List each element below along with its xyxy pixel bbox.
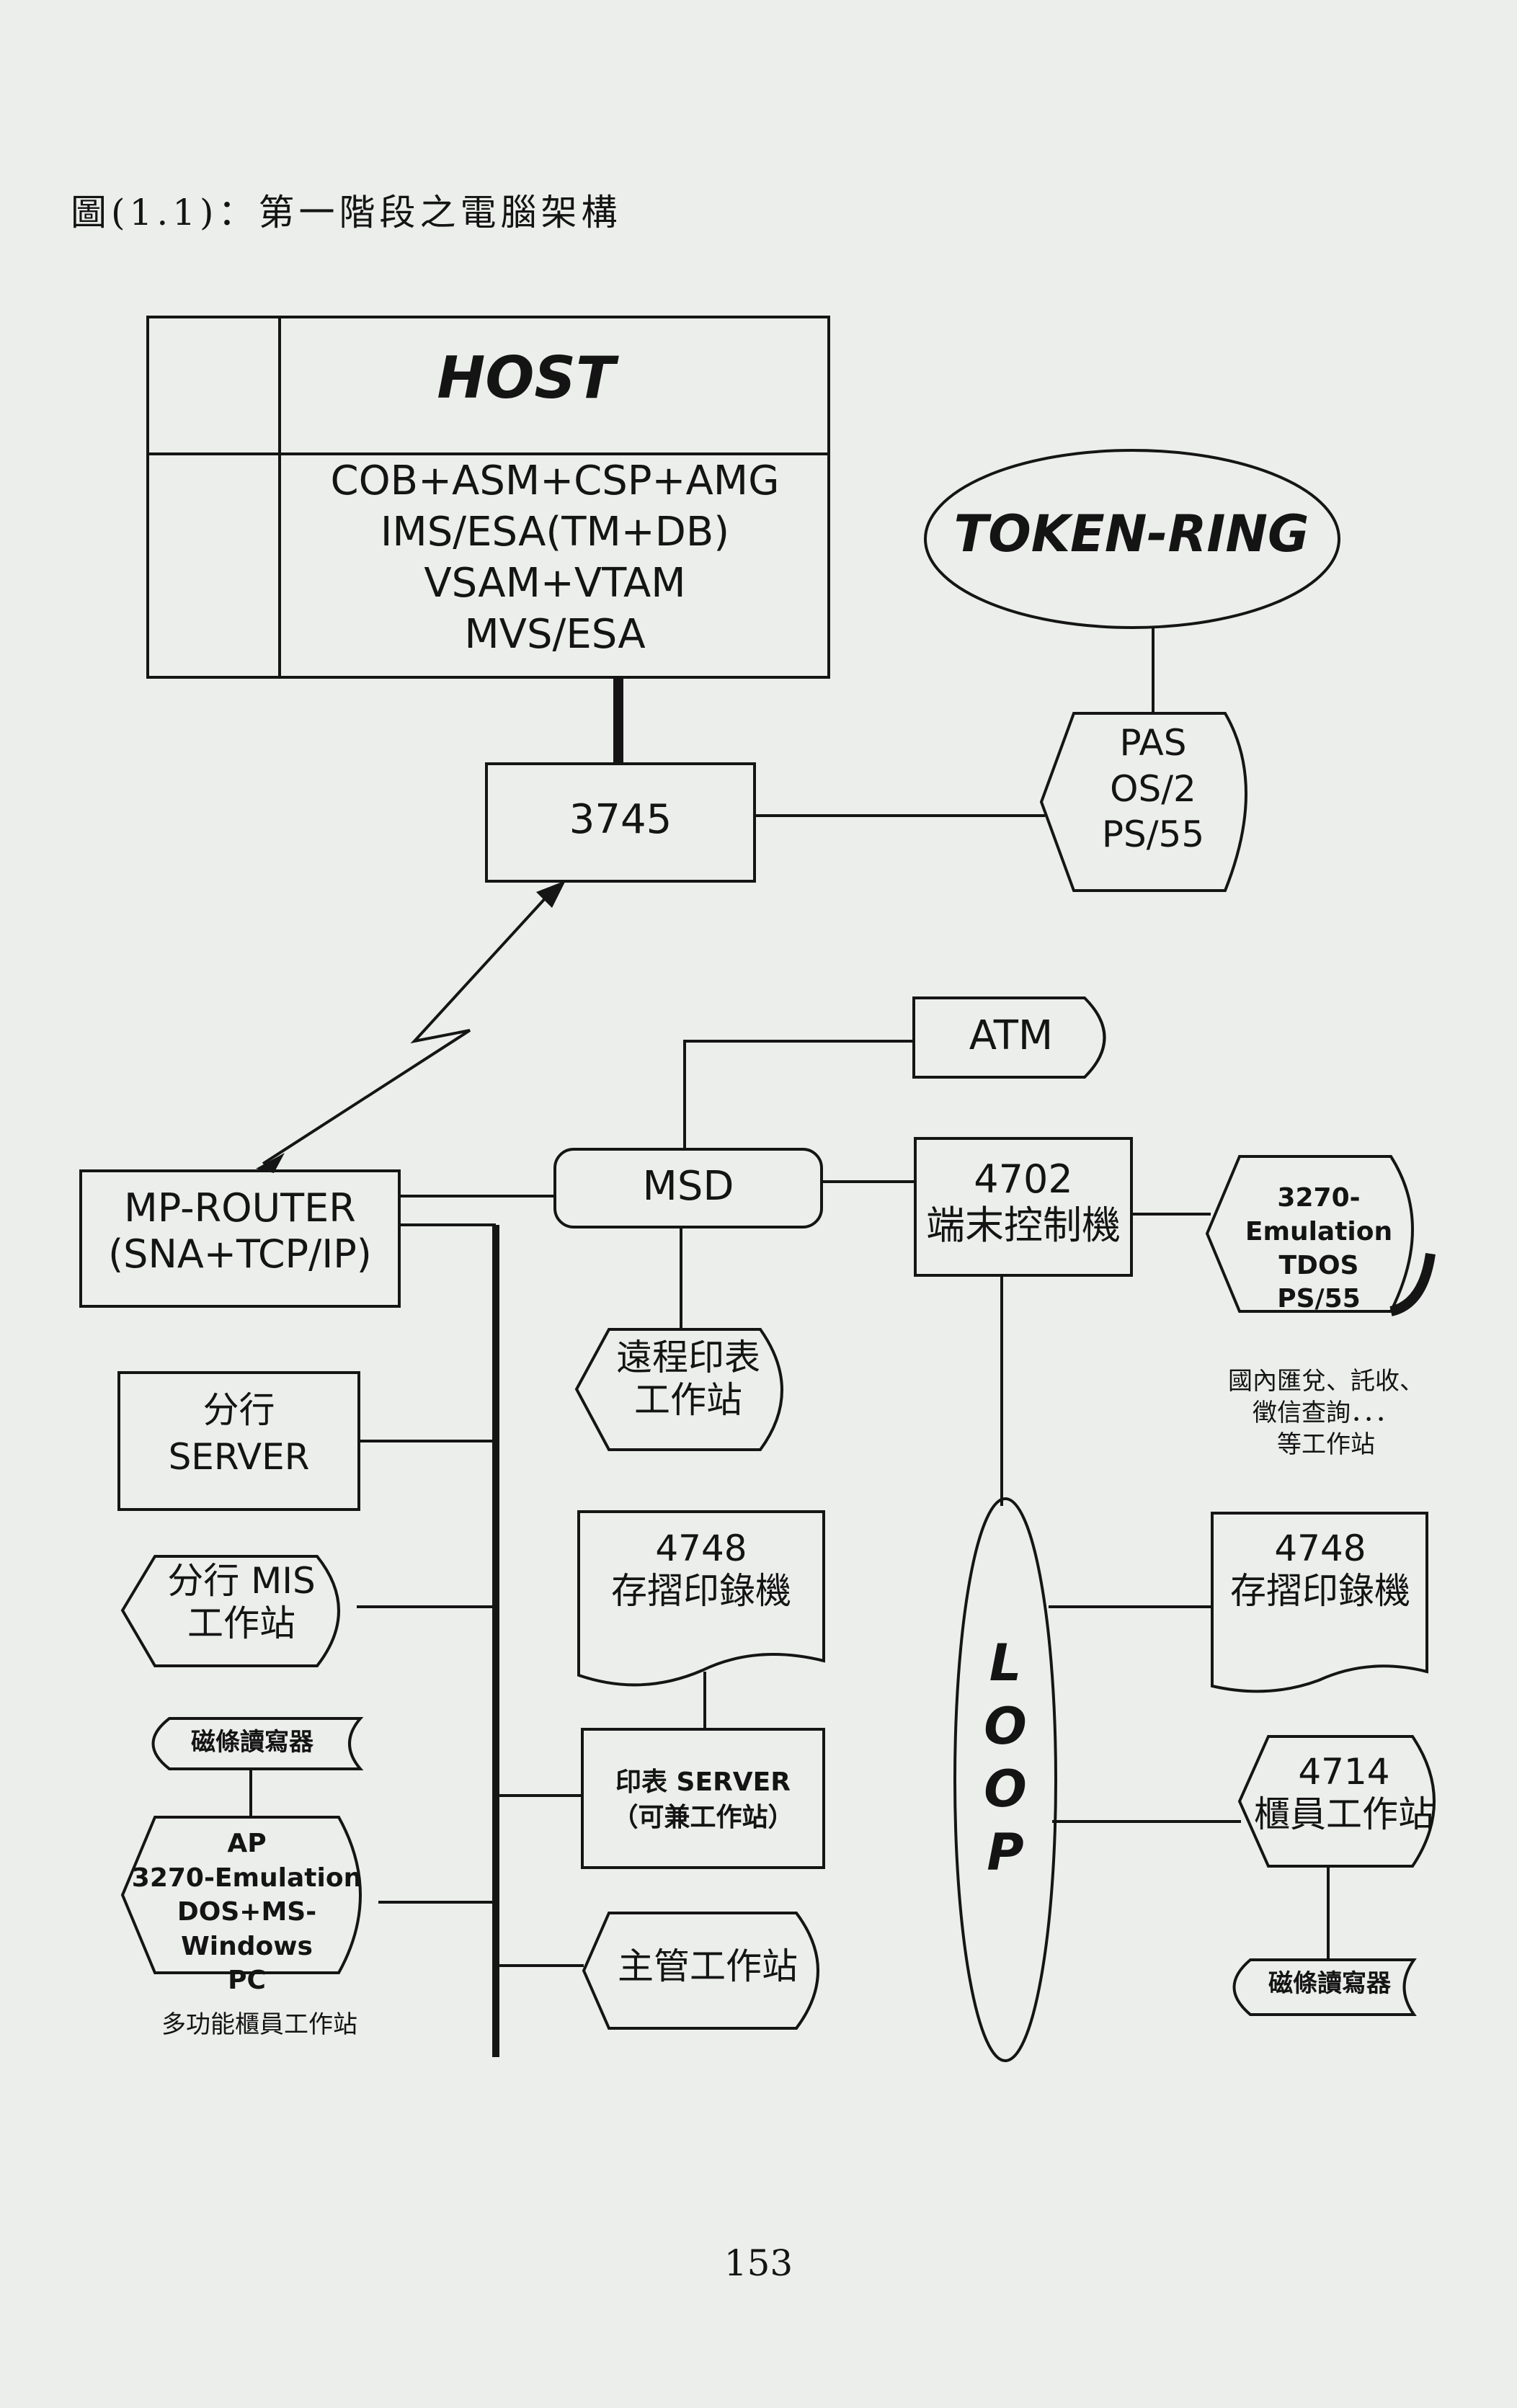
loop-ellipse bbox=[953, 1497, 1057, 2062]
fep-3745-box bbox=[485, 762, 756, 883]
mp-router-label: MP-ROUTER (SNA+TCP/IP) bbox=[108, 1185, 372, 1277]
supervisor-shape bbox=[582, 1912, 819, 2030]
msd-label: MSD bbox=[642, 1163, 734, 1210]
remote-print-label: 遠程印表 工作站 bbox=[616, 1337, 760, 1421]
token-ring-label: TOKEN-RING bbox=[953, 504, 1309, 563]
host-title: HOST bbox=[437, 344, 615, 411]
printer-4748-left-label: 4748 存摺印錄機 bbox=[611, 1528, 791, 1612]
fep-3745-label: 3745 bbox=[569, 796, 672, 843]
remote-print-shape bbox=[574, 1328, 783, 1451]
mag-reader-right-shape bbox=[1232, 1958, 1417, 2016]
host-software: COB+ASM+CSP+AMG IMS/ESA(TM+DB) VSAM+VTAM… bbox=[330, 458, 780, 659]
branch-mis-label: 分行 MIS 工作站 bbox=[167, 1560, 316, 1644]
emulation-label: 3270-Emulation TDOS PS/55 bbox=[1245, 1183, 1393, 1314]
mag-reader-left-label: 磁條讀寫器 bbox=[191, 1728, 313, 1757]
wan-arrow-top bbox=[536, 880, 566, 908]
loop-label: L O O P bbox=[984, 1633, 1027, 1882]
printer-4748-left-shape bbox=[577, 1510, 825, 1687]
wan-arrow-bottom bbox=[256, 1153, 285, 1173]
printer-4748-right-shape bbox=[1211, 1512, 1428, 1693]
mp-router-box bbox=[79, 1169, 401, 1308]
print-server-box bbox=[581, 1728, 825, 1869]
mag-reader-right-label: 磁條讀寫器 bbox=[1268, 1969, 1391, 1998]
teller-4714-shape bbox=[1237, 1735, 1436, 1868]
multi-pc-shape bbox=[120, 1816, 362, 1974]
wan-zigzag-link bbox=[262, 886, 556, 1165]
domestic-note: 國內匯兌、託收、 徵信查詢．．． 等工作站 bbox=[1228, 1367, 1424, 1460]
print-server-label: 印表 SERVER （可兼工作站） bbox=[612, 1767, 794, 1832]
atm-shape bbox=[912, 996, 1106, 1079]
host-box bbox=[146, 316, 830, 679]
teller-4714-label: 4714 櫃員工作站 bbox=[1254, 1751, 1434, 1835]
pas-label: PAS OS/2 PS/55 bbox=[1101, 722, 1205, 855]
token-ring-ellipse bbox=[924, 449, 1340, 629]
page-number: 153 bbox=[724, 2242, 793, 2284]
supervisor-label: 主管工作站 bbox=[618, 1945, 798, 1987]
printer-4748-right-label: 4748 存摺印錄機 bbox=[1230, 1528, 1410, 1612]
msd-atm-link bbox=[683, 1040, 914, 1149]
multi-function-note: 多功能櫃員工作站 bbox=[161, 2010, 357, 2039]
branch-server-label: 分行 SERVER bbox=[168, 1389, 310, 1478]
mag-reader-left-shape bbox=[151, 1717, 364, 1770]
figure-caption: 圖(1.1)：第一階段之電腦架構 bbox=[71, 192, 622, 233]
pas-shape bbox=[1039, 712, 1247, 892]
controller-4702-label: 4702 端末控制機 bbox=[926, 1156, 1121, 1248]
atm-label: ATM bbox=[969, 1012, 1054, 1059]
multi-pc-label: AP 3270-Emulation DOS+MS-Windows PC bbox=[131, 1829, 362, 1996]
branch-mis-shape bbox=[120, 1555, 340, 1667]
controller-4702-box bbox=[914, 1137, 1133, 1277]
msd-box bbox=[553, 1148, 823, 1228]
